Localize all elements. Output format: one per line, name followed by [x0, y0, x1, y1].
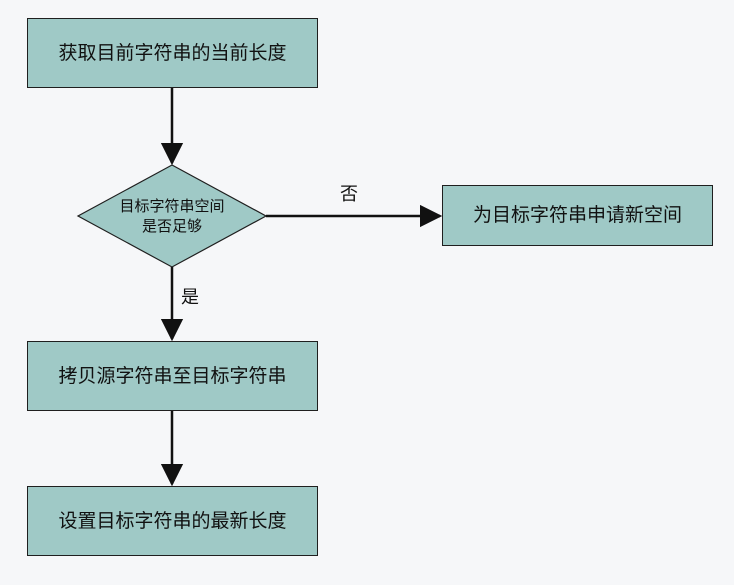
- node-get-length-label: 获取目前字符串的当前长度: [58, 41, 287, 64]
- node-request-space: 为目标字符串申请新空间: [442, 185, 713, 246]
- decision-label: 目标字符串空间 是否足够: [96, 190, 248, 242]
- node-copy-string: 拷贝源字符串至目标字符串: [27, 341, 318, 411]
- node-set-length-label: 设置目标字符串的最新长度: [58, 509, 287, 532]
- edge-label-yes: 是: [181, 287, 199, 308]
- node-copy-string-label: 拷贝源字符串至目标字符串: [58, 364, 287, 387]
- decision-label-line1: 目标字符串空间: [119, 196, 225, 215]
- decision-label-line2: 是否足够: [141, 217, 202, 235]
- edge-label-no: 否: [340, 184, 358, 205]
- node-set-length: 设置目标字符串的最新长度: [27, 486, 318, 556]
- node-request-space-label: 为目标字符串申请新空间: [472, 204, 682, 227]
- node-get-length: 获取目前字符串的当前长度: [27, 18, 318, 88]
